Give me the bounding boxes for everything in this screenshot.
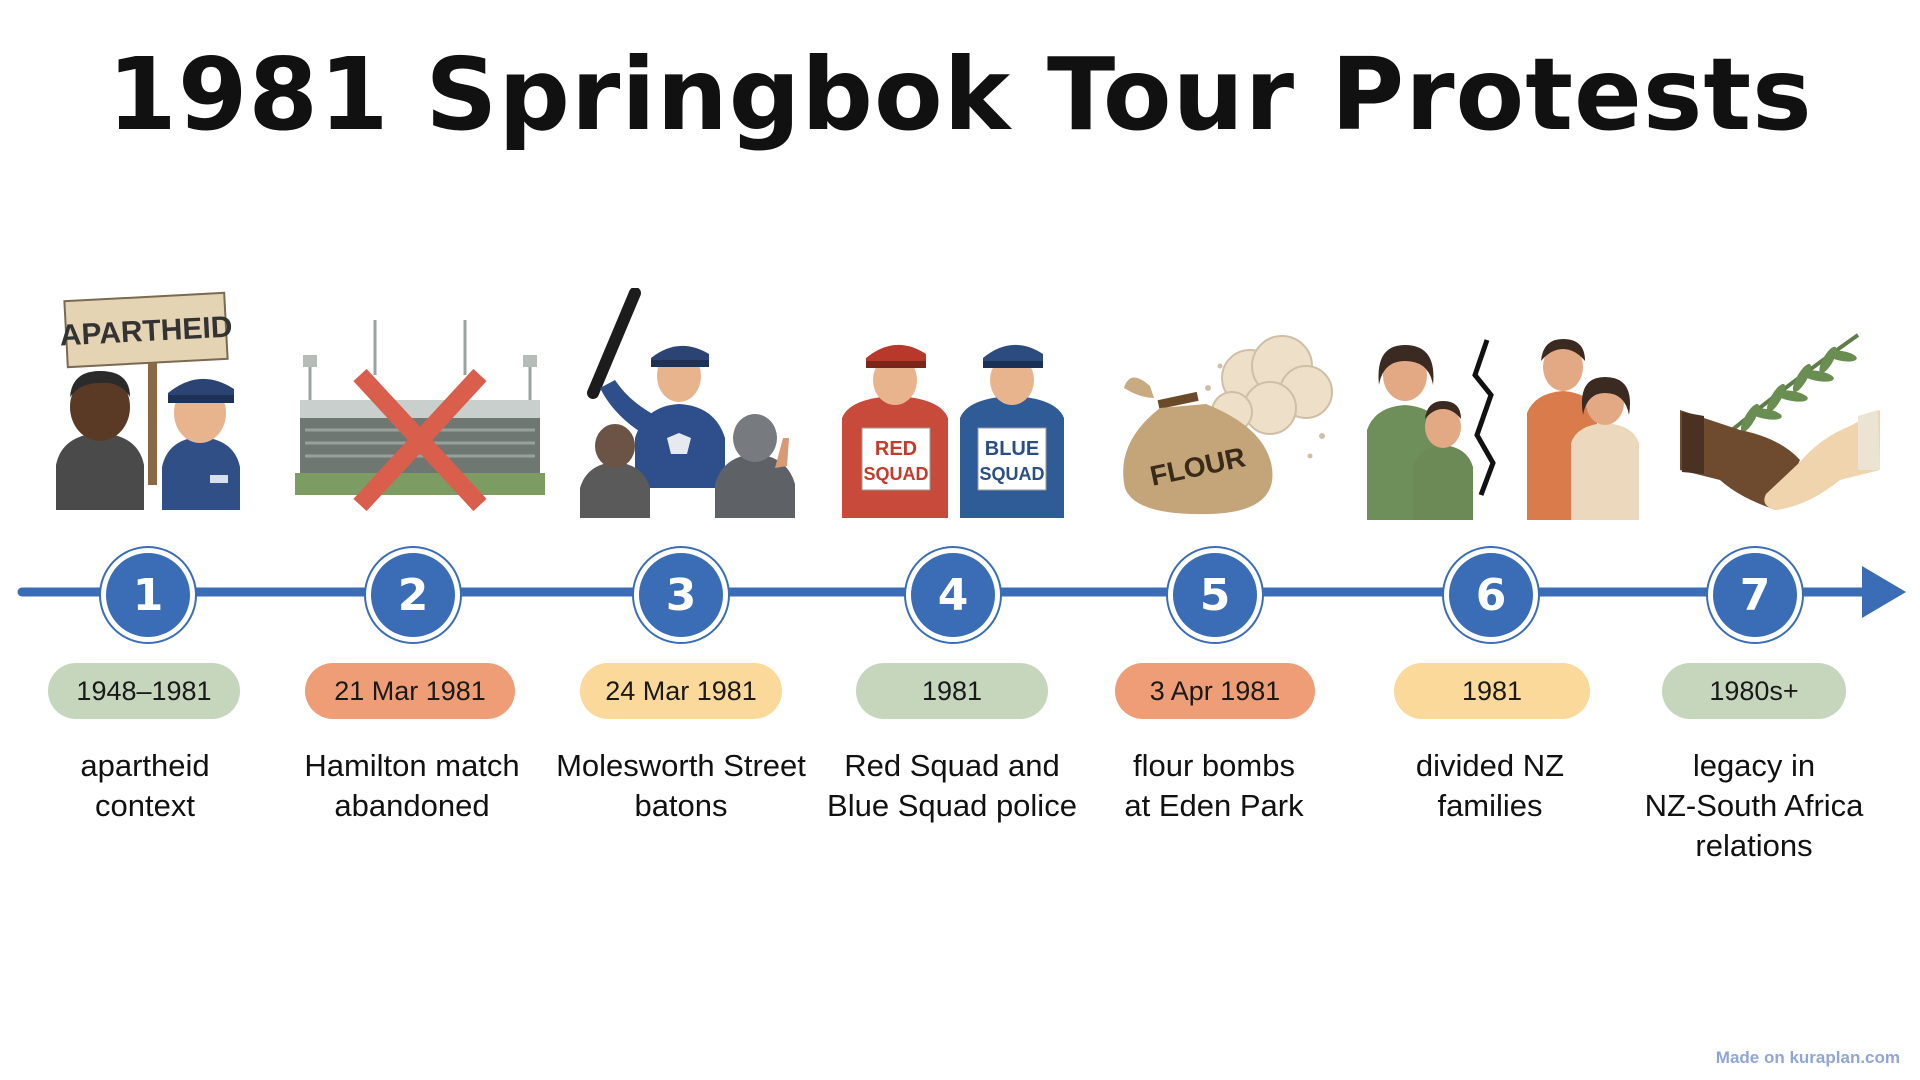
red-squad-badge <box>861 427 931 491</box>
handshake-illustration <box>1680 333 1880 510</box>
divide-crack-icon <box>1472 339 1496 496</box>
red-squad-label-line2: SQUAD <box>863 464 928 484</box>
timeline-node-2: 2 <box>366 548 460 642</box>
date-pill-4: 1981 <box>856 663 1048 719</box>
cancel-x-icon <box>353 368 487 512</box>
event-description-6: divided NZ families <box>1415 748 1565 823</box>
blue-squad-label-line1: BLUE <box>985 438 1039 460</box>
event-description-3: Molesworth Street batons <box>556 748 806 823</box>
baton-icon <box>587 288 641 399</box>
date-pill-6: 1981 <box>1394 663 1590 719</box>
timeline-arrow-icon <box>1862 566 1906 618</box>
flour-cloud-icon <box>1211 335 1333 435</box>
page-title: 1981 Springbok Tour Protests <box>107 36 1813 153</box>
blue-squad-badge <box>977 427 1047 491</box>
red-squad-label-line1: RED <box>875 438 917 460</box>
timeline-node-5: 5 <box>1168 548 1262 642</box>
credit-link[interactable]: Made on kuraplan.com <box>1715 1048 1900 1067</box>
date-pill-2: 21 Mar 1981 <box>305 663 515 719</box>
olive-branch-icon <box>1718 333 1860 442</box>
timeline-node-1: 1 <box>101 548 195 642</box>
date-pill-3: 24 Mar 1981 <box>580 663 782 719</box>
timeline-node-3: 3 <box>634 548 728 642</box>
flour-bag-illustration: FLOUR <box>1123 335 1333 515</box>
date-pill-7: 1980s+ <box>1662 663 1846 719</box>
apartheid-sign <box>63 291 229 369</box>
event-description-5: flour bombs at Eden Park <box>1124 748 1304 823</box>
police-baton-illustration <box>580 288 795 518</box>
apartheid-protest-illustration: APARTHEID <box>56 291 240 510</box>
timeline-node-4: 4 <box>906 548 1000 642</box>
event-description-4: Red Squad and Blue Squad police <box>827 748 1077 823</box>
divided-families-illustration <box>1367 339 1639 520</box>
timeline-node-6: 6 <box>1444 548 1538 642</box>
red-blue-squad-illustration: RED SQUAD BLUE SQUAD <box>842 344 1064 518</box>
timeline-node-7: 7 <box>1708 548 1802 642</box>
sign-post <box>148 345 157 485</box>
date-pill-5: 3 Apr 1981 <box>1115 663 1315 719</box>
date-pill-1: 1948–1981 <box>48 663 240 719</box>
event-description-2: Hamilton match abandoned <box>304 748 520 823</box>
blue-squad-label-line2: SQUAD <box>979 464 1044 484</box>
cancelled-stadium-illustration <box>295 320 545 512</box>
event-description-1: apartheid context <box>80 748 210 823</box>
event-description-7: legacy in NZ-South Africa relations <box>1644 748 1864 863</box>
